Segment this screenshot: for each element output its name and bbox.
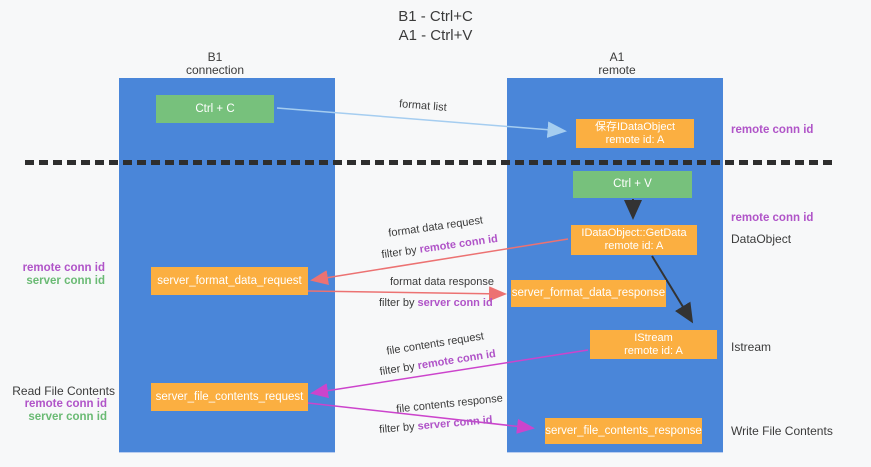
- annotation-left-mid-conn-ids: remote conn id server conn id: [8, 262, 105, 288]
- lane-header-a1: A1 remote: [547, 51, 687, 77]
- node-ctrl-v: Ctrl + V: [573, 171, 692, 198]
- filter-key-server-conn-id: server conn id: [417, 297, 493, 309]
- annotation-dataobject: DataObject: [731, 232, 792, 246]
- annotation-left-bottom-remote: remote conn id: [24, 398, 107, 410]
- node-server-format-data-response: server_format_data_response: [511, 280, 666, 307]
- annotation-istream: Istream: [731, 340, 772, 354]
- node-getdata-line1: IDataObject::GetData: [581, 227, 687, 239]
- lane-a1-role: remote: [598, 63, 636, 77]
- file-contents-request-arrow: [310, 349, 589, 399]
- node-istream-line2: remote id: A: [624, 344, 683, 357]
- filter-prefix: filter by: [379, 297, 418, 309]
- flow-label-format-data-response: format data response: [390, 276, 494, 288]
- node-server-file-contents-request: server_file_contents_request: [151, 383, 308, 411]
- title-line-2: A1 - Ctrl+V: [398, 27, 473, 44]
- node-istream-line1: IStream: [634, 331, 673, 344]
- node-save-idataobject-line1: 保存IDataObject: [594, 120, 676, 133]
- annotation-read-file-contents: Read File Contents: [12, 384, 115, 398]
- annotation-left-mid-server: server conn id: [26, 275, 105, 287]
- node-ctrl-c-label: Ctrl + C: [195, 102, 235, 115]
- node-save-idataobject-line2: remote id: A: [605, 133, 665, 146]
- node-ctrl-c: Ctrl + C: [156, 95, 274, 123]
- annotation-write-file-contents: Write File Contents: [731, 424, 833, 438]
- node-getdata-line2: remote id: A: [604, 240, 664, 252]
- node-file-request-label: server_file_contents_request: [155, 390, 304, 403]
- lane-header-b1: B1 connection: [145, 51, 285, 77]
- title-line-1: B1 - Ctrl+C: [398, 8, 473, 25]
- format-data-response-arrow: [307, 286, 507, 302]
- diagram-title: B1 - Ctrl+C A1 - Ctrl+V: [0, 7, 871, 45]
- node-format-request-label: server_format_data_request: [157, 274, 302, 287]
- node-file-response-label: server_file_contents_response: [545, 424, 702, 437]
- node-format-response-label: server_format_data_response: [511, 287, 666, 299]
- file-contents-response-arrow: [307, 402, 535, 434]
- annotation-remote-conn-id-top: remote conn id: [731, 124, 814, 136]
- node-idataobject-getdata: IDataObject::GetData remote id: A: [571, 225, 697, 255]
- node-ctrl-v-label: Ctrl + V: [613, 178, 652, 190]
- annotation-left-mid-remote: remote conn id: [22, 262, 105, 274]
- node-server-format-data-request: server_format_data_request: [151, 267, 308, 295]
- lane-b1-role: connection: [185, 63, 245, 77]
- lane-a1-name: A1: [609, 50, 625, 64]
- annotation-left-bottom-conn-ids: remote conn id server conn id: [8, 398, 107, 424]
- format-list-arrow: [276, 107, 567, 138]
- flow-label-format-data-response-filter: filter by server conn id: [379, 297, 493, 309]
- dashed-divider: [25, 160, 835, 165]
- node-istream: IStream remote id: A: [590, 330, 717, 359]
- getdata-to-istream-arrow: [651, 255, 694, 324]
- annotation-remote-conn-id-mid: remote conn id: [731, 212, 814, 224]
- format-data-request-arrow: [310, 238, 569, 286]
- annotation-left-bottom-server: server conn id: [28, 411, 107, 423]
- lane-b1-name: B1: [207, 50, 223, 64]
- node-save-idataobject: 保存IDataObject remote id: A: [576, 119, 694, 148]
- node-server-file-contents-response: server_file_contents_response: [545, 418, 702, 444]
